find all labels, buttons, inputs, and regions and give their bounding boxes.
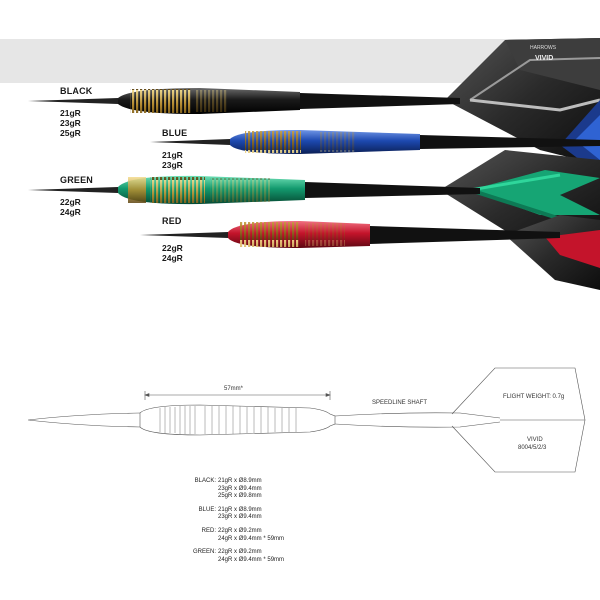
spec-label: BLUE:	[198, 506, 216, 513]
spec-line: 22gR x Ø9.2mm	[218, 527, 262, 534]
flight-blue	[560, 100, 600, 175]
dart-blue	[150, 130, 600, 154]
spec-line: 24gR x Ø9.4mm * 59mm	[218, 556, 285, 563]
flight-name-label: VIVID	[527, 437, 543, 443]
dart-red	[140, 221, 560, 248]
flight-weight-label: FLIGHT WEIGHT: 0.7g	[503, 394, 565, 400]
spec-label: GREEN:	[192, 549, 216, 556]
spec-line: 24gR x Ø9.4mm * 59mm	[218, 535, 285, 542]
dart-label-green: GREEN	[60, 175, 94, 185]
spec-line: 25gR x Ø9.8mm	[218, 493, 262, 500]
flight-code-label: 8004/5/2/3	[518, 445, 547, 451]
weights-blue: 21gR 23gR	[162, 150, 183, 170]
weight-value: 25gR	[60, 128, 81, 138]
weight-value: 24gR	[162, 253, 183, 263]
weight-value: 22gR	[162, 243, 183, 253]
spec-line: 21gR x Ø8.9mm	[218, 506, 262, 513]
flight-model-text: VIVID	[535, 55, 553, 62]
spec-line: 22gR x Ø9.2mm	[218, 549, 262, 556]
spec-label: BLACK:	[194, 478, 216, 484]
spec-group-black: BLACK:21gR x Ø8.9mm 23gR x Ø9.4mm 25gR x…	[176, 478, 284, 501]
dart-label-blue: BLUE	[162, 128, 188, 138]
weight-value: 21gR	[60, 108, 81, 118]
spec-label: RED:	[201, 527, 216, 534]
dart-label-black: BLACK	[60, 86, 93, 96]
technical-drawing	[27, 367, 586, 473]
shaft-label: SPEEDLINE SHAFT	[372, 400, 428, 406]
flight-black: HARROWS VIVID	[445, 38, 600, 165]
spec-list: BLACK:21gR x Ø8.9mm 23gR x Ø9.4mm 25gR x…	[176, 478, 284, 564]
weight-value: 22gR	[60, 197, 81, 207]
spec-group-green: GREEN:22gR x Ø9.2mm 24gR x Ø9.4mm * 59mm	[176, 549, 284, 564]
weight-value: 21gR	[162, 150, 183, 160]
weights-green: 22gR 24gR	[60, 197, 81, 217]
dart-label-red: RED	[162, 216, 182, 226]
flight-brand-text: HARROWS	[530, 45, 557, 51]
dart-green	[28, 175, 480, 205]
weight-value: 24gR	[60, 207, 81, 217]
spec-group-red: RED:22gR x Ø9.2mm 24gR x Ø9.4mm * 59mm	[176, 528, 284, 543]
spec-line: 23gR x Ø9.4mm	[218, 514, 262, 521]
barrel-length-label: 57mm*	[224, 386, 244, 392]
spec-group-blue: BLUE:21gR x Ø8.9mm 23gR x Ø9.4mm	[176, 507, 284, 522]
weights-red: 22gR 24gR	[162, 243, 183, 263]
dart-black	[28, 88, 460, 114]
weight-value: 23gR	[162, 160, 183, 170]
spec-line: 21gR x Ø8.9mm	[218, 478, 262, 484]
weights-black: 21gR 23gR 25gR	[60, 108, 81, 138]
weight-value: 23gR	[60, 118, 81, 128]
spec-line: 23gR x Ø9.4mm	[218, 485, 262, 492]
